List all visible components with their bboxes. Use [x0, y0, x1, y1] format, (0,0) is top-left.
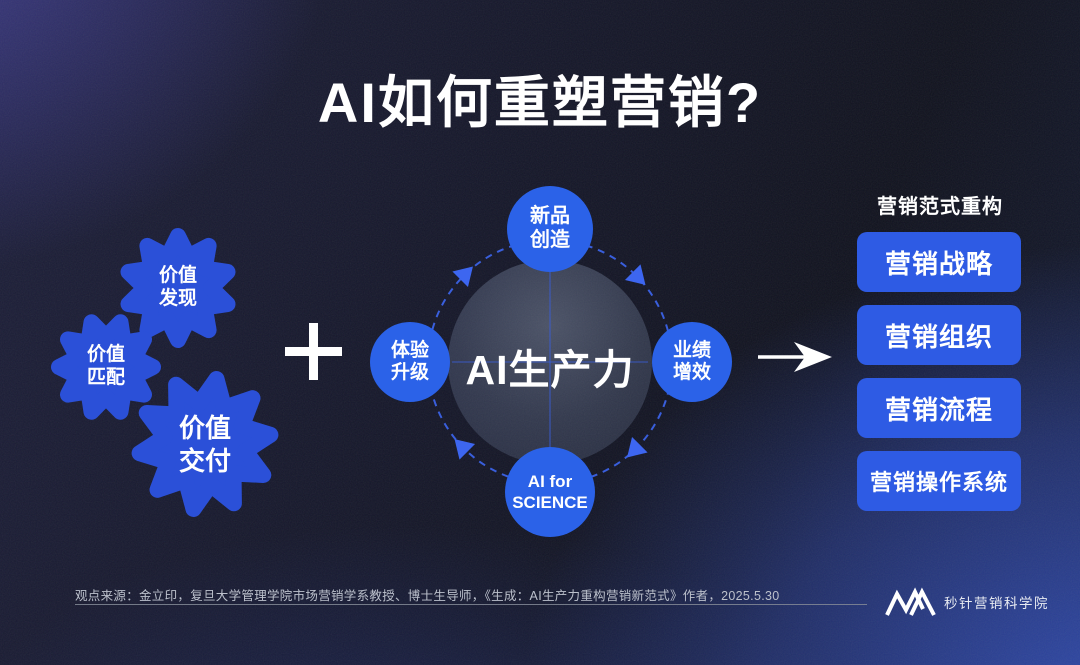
arrowhead-se: [627, 436, 648, 458]
node-new-product-creation: 新品 创造: [507, 186, 593, 272]
node-experience-upgrade: 体验 升级: [370, 322, 450, 402]
plus-icon: [285, 323, 342, 380]
node-ai-for-science: AI for SCIENCE: [505, 447, 595, 537]
card-marketing-operating-system: 营销操作系统: [857, 451, 1021, 511]
card-marketing-strategy: 营销战略: [857, 232, 1021, 292]
footer-divider: [75, 604, 867, 605]
card-marketing-organization: 营销组织: [857, 305, 1021, 365]
miaozhen-logo-icon: [885, 587, 936, 616]
blob-label-value-delivery: 价值 交付: [178, 413, 231, 476]
card-marketing-process: 营销流程: [857, 378, 1021, 438]
panel-header-paradigm-rebuild: 营销范式重构: [877, 196, 1003, 218]
hub-center-label: AI生产力: [465, 347, 635, 393]
blob-label-value-discovery: 价值 发现: [158, 265, 197, 310]
arrow-right-icon: [758, 342, 832, 372]
node-performance-gain: 业绩 增效: [652, 322, 732, 402]
logo-text: 秒针营销科学院: [944, 596, 1049, 611]
source-citation: 观点来源：金立印，复旦大学管理学院市场营销学系教授、博士生导师，《生成：AI生产…: [75, 589, 780, 603]
page-title: AI如何重塑营销?: [317, 71, 763, 134]
blob-label-value-matching: 价值 匹配: [86, 344, 125, 389]
value-blobs-graphic: [51, 228, 279, 517]
arrowhead-ne: [624, 264, 646, 285]
